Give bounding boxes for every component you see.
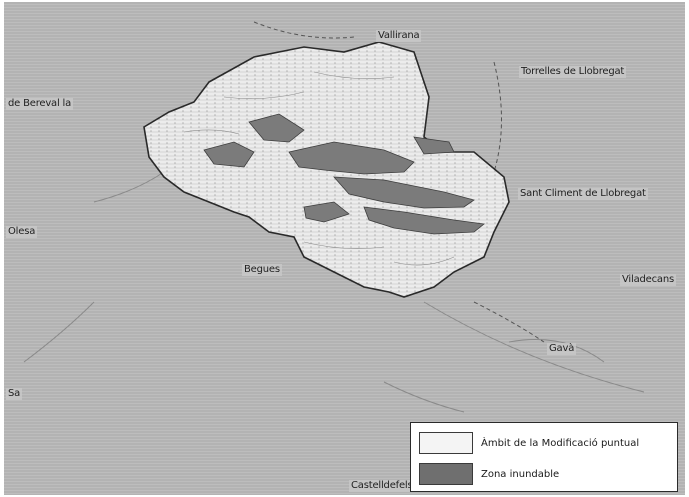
place-torrelles: Torrelles de Llobregat — [519, 66, 627, 78]
place-viladecans: Viladecans — [620, 274, 676, 286]
place-castelldefels: Castelldefels — [349, 480, 415, 492]
flood-zones[interactable] — [203, 113, 485, 235]
map-view[interactable]: Vallirana Torrelles de Llobregat de Bere… — [4, 2, 685, 495]
place-vallirana: Vallirana — [376, 30, 422, 42]
place-sitges-edge: Sa — [6, 388, 23, 400]
terrain-contours — [183, 71, 455, 266]
place-sant-climent: Sant Climent de Llobregat — [518, 188, 648, 200]
place-olesa: Olesa — [6, 226, 38, 238]
place-gava: Gavà — [547, 343, 577, 355]
road-lines — [23, 171, 645, 413]
legend-swatch-flood — [419, 463, 473, 485]
legend-swatch-ambit — [419, 432, 473, 454]
legend-label-ambit: Àmbit de la Modificació puntual — [481, 437, 640, 449]
map-canvas — [4, 2, 685, 495]
legend-label-flood: Zona inundable — [481, 468, 560, 480]
municipal-boundaries — [253, 21, 545, 343]
legend-item-flood: Zona inundable — [419, 461, 559, 487]
place-begues: Begues — [242, 264, 282, 276]
place-begues-west: de Bereval la — [6, 98, 74, 110]
map-legend: Àmbit de la Modificació puntual Zona inu… — [410, 422, 678, 492]
legend-item-ambit: Àmbit de la Modificació puntual — [419, 430, 639, 456]
